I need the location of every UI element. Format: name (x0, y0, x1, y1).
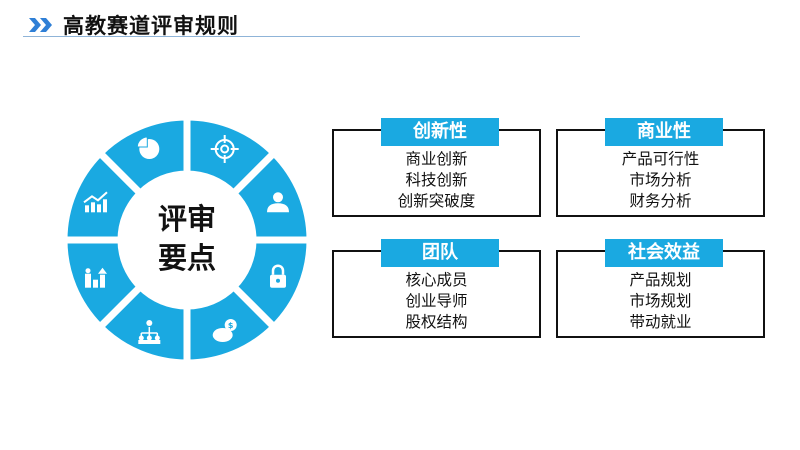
criteria-item: 产品规划 (629, 271, 692, 289)
criteria-box-innovation: 创新性 商业创新 科技创新 创新突破度 (332, 118, 541, 217)
criteria-item: 核心成员 (405, 271, 468, 289)
criteria-item: 创新突破度 (397, 192, 476, 210)
bar-chart-trend-icon (83, 191, 108, 213)
title-divider (23, 36, 580, 37)
criteria-item: 市场分析 (629, 171, 692, 189)
page-header: 高教赛道评审规则 (27, 10, 239, 40)
piggy-bank-icon: $ (212, 319, 237, 343)
businessman-icon (267, 192, 290, 213)
criteria-box-commercial: 商业性 产品可行性 市场分析 财务分析 (556, 118, 765, 217)
criteria-tab: 团队 (381, 239, 499, 267)
criteria-tab: 创新性 (381, 118, 499, 146)
criteria-item: 产品可行性 (621, 150, 700, 168)
lock-icon (270, 264, 287, 288)
pie-chart-icon (136, 136, 160, 159)
wheel-center-label: 评审 要点 (137, 200, 237, 278)
criteria-tab: 社会效益 (605, 239, 723, 267)
criteria-item: 商业创新 (405, 150, 468, 168)
org-chart-icon (138, 320, 161, 345)
page-title: 高教赛道评审规则 (63, 14, 239, 38)
criteria-box-team: 团队 核心成员 创业导师 股权结构 (332, 239, 541, 338)
criteria-item: 市场规划 (629, 292, 692, 310)
criteria-item: 创业导师 (405, 292, 468, 310)
criteria-item: 财务分析 (629, 192, 692, 210)
criteria-box-social-benefit: 社会效益 产品规划 市场规划 带动就业 (556, 239, 765, 338)
criteria-item: 股权结构 (405, 313, 468, 331)
criteria-item: 带动就业 (629, 313, 692, 331)
growth-people-icon (84, 267, 107, 288)
svg-text:$: $ (228, 321, 234, 330)
center-line-1: 评审 (157, 202, 216, 236)
criteria-tab: 商业性 (605, 118, 723, 146)
center-line-2: 要点 (157, 241, 216, 275)
target-icon (210, 134, 239, 163)
criteria-item: 科技创新 (405, 171, 468, 189)
double-chevron-right-icon (29, 18, 52, 32)
